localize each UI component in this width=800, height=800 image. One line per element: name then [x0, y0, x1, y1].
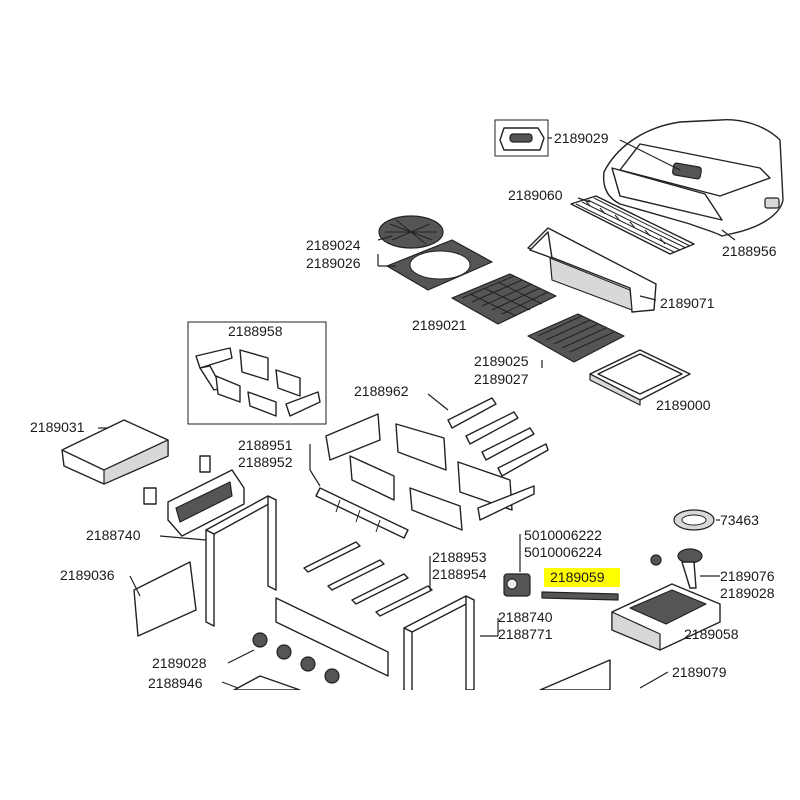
part-side-shelf[interactable] — [61, 419, 169, 485]
label-2189027[interactable]: 2189027 — [474, 371, 529, 387]
label-2189021[interactable]: 2189021 — [412, 317, 467, 333]
part-control-panel-thumbnail[interactable] — [494, 119, 549, 157]
label-2189028-a[interactable]: 2189028 — [720, 585, 775, 601]
part-cart-frame-left[interactable] — [205, 495, 277, 627]
highlight-2189059 — [544, 568, 620, 587]
part-valve[interactable] — [503, 573, 531, 597]
label-2189071[interactable]: 2189071 — [660, 295, 715, 311]
part-warming-rack[interactable] — [570, 195, 695, 255]
label-2189026[interactable]: 2189026 — [306, 255, 361, 271]
label-2188771[interactable]: 2188771 — [498, 626, 553, 642]
part-bottom-rails[interactable] — [303, 541, 433, 617]
part-side-panel[interactable] — [133, 561, 197, 637]
part-flavorizer-bars[interactable] — [447, 397, 549, 477]
part-firebox-panels[interactable] — [325, 413, 535, 531]
part-bracket-set[interactable] — [187, 321, 327, 425]
crop-mask — [0, 690, 800, 800]
part-front-control-panel[interactable] — [252, 597, 389, 684]
label-2188951[interactable]: 2188951 — [238, 437, 293, 453]
label-2189058[interactable]: 2189058 — [684, 626, 739, 642]
part-round-grid[interactable] — [378, 215, 444, 249]
label-2189079[interactable]: 2189079 — [672, 664, 727, 680]
part-side-burner-grate[interactable] — [673, 509, 715, 531]
label-2189025[interactable]: 2189025 — [474, 353, 529, 369]
leader-lines — [98, 137, 736, 689]
part-burner-manifold[interactable] — [315, 487, 409, 539]
label-2189000[interactable]: 2189000 — [656, 397, 711, 413]
part-cabinet[interactable] — [233, 659, 611, 691]
label-2189024[interactable]: 2189024 — [306, 237, 361, 253]
part-cart-frame-right[interactable] — [403, 595, 475, 695]
label-2188962[interactable]: 2188962 — [354, 383, 409, 399]
part-ignition-rod[interactable] — [541, 591, 619, 601]
label-2188956[interactable]: 2188956 — [722, 243, 777, 259]
label-2188954[interactable]: 2188954 — [432, 566, 487, 582]
part-side-burner-housing[interactable] — [611, 583, 721, 651]
part-grid-frame[interactable] — [386, 239, 493, 291]
part-cooking-grid[interactable] — [451, 273, 557, 325]
label-2188740-b[interactable]: 2188740 — [498, 609, 553, 625]
label-2188946[interactable]: 2188946 — [148, 675, 203, 691]
label-2189031[interactable]: 2189031 — [30, 419, 85, 435]
part-cast-griddle[interactable] — [527, 313, 625, 363]
part-number-labels: 2189029 2189060 2188956 2189024 2189026 … — [30, 130, 777, 691]
label-2189060[interactable]: 2189060 — [508, 187, 563, 203]
label-2188953[interactable]: 2188953 — [432, 549, 487, 565]
label-73463[interactable]: 73463 — [720, 512, 759, 528]
label-2188958[interactable]: 2188958 — [228, 323, 283, 339]
label-2188740-a[interactable]: 2188740 — [86, 527, 141, 543]
label-2189036[interactable]: 2189036 — [60, 567, 115, 583]
label-2189029[interactable]: 2189029 — [554, 130, 609, 146]
part-side-burner[interactable] — [650, 548, 703, 589]
part-lid[interactable] — [602, 118, 784, 237]
label-2189076[interactable]: 2189076 — [720, 568, 775, 584]
label-2189028-b[interactable]: 2189028 — [152, 655, 207, 671]
label-2188952[interactable]: 2188952 — [238, 454, 293, 470]
label-5010006222[interactable]: 5010006222 — [524, 527, 602, 543]
part-plancha-plate[interactable] — [589, 349, 691, 406]
part-control-box[interactable] — [143, 455, 245, 537]
label-5010006224[interactable]: 5010006224 — [524, 544, 602, 560]
label-2189059[interactable]: 2189059 — [550, 569, 605, 585]
part-rear-shield[interactable] — [527, 227, 657, 313]
